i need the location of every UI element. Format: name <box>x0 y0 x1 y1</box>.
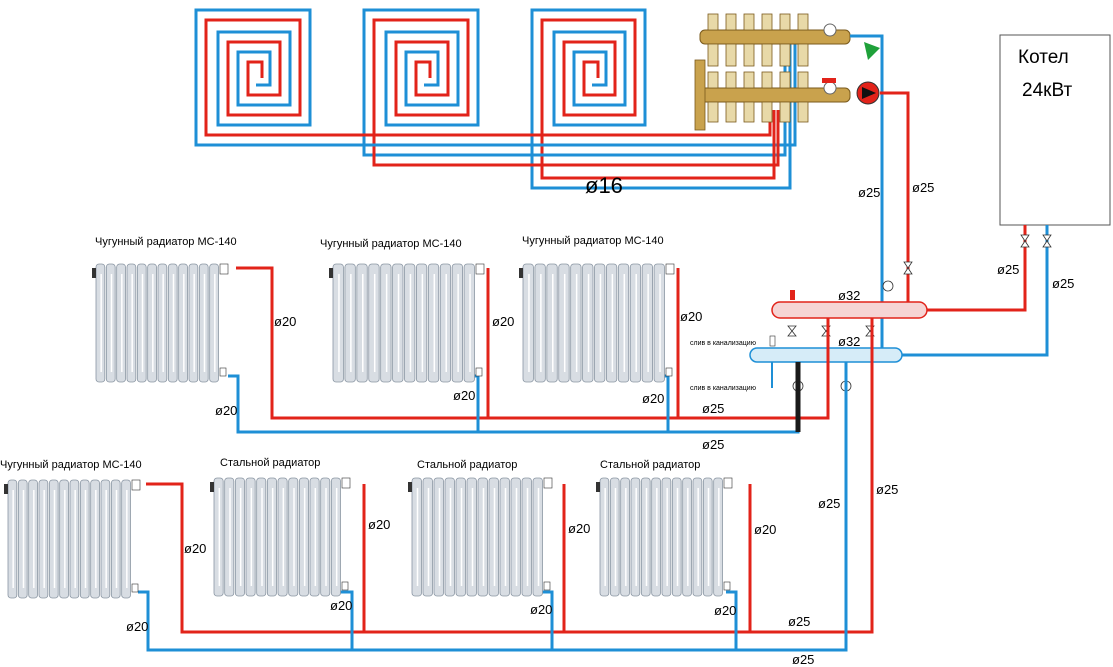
upper-return-main <box>228 362 800 434</box>
riser-supply-label: ø25 <box>876 482 898 497</box>
radiator-upper-1-return-label: ø20 <box>215 403 237 418</box>
radiator-lower-2-supply-label: ø20 <box>368 517 390 532</box>
boiler-label-line1: Котел <box>1018 47 1069 68</box>
manifold-return-label: ø25 <box>858 185 880 200</box>
manifold-supply-pipe <box>880 91 910 306</box>
header-valves <box>787 261 913 392</box>
radiator-lower-4: Стальной радиатор <box>596 459 733 597</box>
floor-pipe-diameter-label: ø16 <box>585 173 623 198</box>
upper-main-return-label: ø25 <box>702 437 724 452</box>
radiator-body <box>408 477 553 597</box>
radiator-title: Чугунный радиатор МС-140 <box>522 235 664 247</box>
radiator-body <box>329 263 485 383</box>
radiator-body <box>519 263 675 383</box>
mixing-valve-icon <box>864 42 880 60</box>
radiator-upper-3: Чугунный радиатор МС-140 <box>519 235 675 383</box>
floor-coil-1 <box>194 8 312 147</box>
radiator-title: Чугунный радиатор МС-140 <box>320 238 462 250</box>
upper-supply-main <box>236 266 830 420</box>
radiator-body <box>92 263 229 383</box>
manifold-supply-label: ø25 <box>912 180 934 195</box>
drain-label-1: слив в канализацию <box>690 340 756 347</box>
supply-header <box>771 301 928 319</box>
boiler-return-pipe <box>900 225 1049 357</box>
radiator-lower-3-supply-label: ø20 <box>568 521 590 536</box>
radiator-lower-4-return-label: ø20 <box>714 603 736 618</box>
radiator-title: Стальной радиатор <box>417 459 517 471</box>
boiler-label-line2: 24кВт <box>1022 80 1072 101</box>
return-header <box>749 347 903 363</box>
riser-return-pipe <box>138 362 848 652</box>
radiator-lower-1-return-label: ø20 <box>126 619 148 634</box>
radiator-upper-3-return-label: ø20 <box>642 391 664 406</box>
upper-main-supply-label: ø25 <box>702 401 724 416</box>
boiler-supply-label: ø25 <box>997 262 1019 277</box>
riser-return-label: ø25 <box>818 496 840 511</box>
radiator-title: Чугунный радиатор МС-140 <box>95 236 237 248</box>
boiler-supply-pipe <box>925 225 1027 312</box>
radiator-body <box>4 479 141 599</box>
radiator-title: Стальной радиатор <box>220 457 320 469</box>
drain-label-2: слив в канализацию <box>690 385 756 392</box>
floor-heating-loops <box>194 8 797 190</box>
radiator-lower-2: Стальной радиатор <box>210 457 351 597</box>
radiator-title: Чугунный радиатор МС-140 <box>0 459 142 471</box>
floor-coil-2 <box>362 8 480 167</box>
radiator-lower-4-supply-label: ø20 <box>754 522 776 537</box>
boiler-return-label: ø25 <box>1052 276 1074 291</box>
radiator-upper-2-supply-label: ø20 <box>492 314 514 329</box>
radiator-title: Стальной радиатор <box>600 459 700 471</box>
radiator-upper-1: Чугунный радиатор МС-140 <box>92 236 237 383</box>
radiator-lower-3-return-label: ø20 <box>530 602 552 617</box>
supply-header-label: ø32 <box>838 288 860 303</box>
radiator-lower-1-supply-label: ø20 <box>184 541 206 556</box>
manifold-return-pipe <box>850 34 884 355</box>
boiler: Котел 24кВт <box>999 34 1111 226</box>
radiator-lower-1: Чугунный радиатор МС-140 <box>0 459 142 599</box>
lower-main-supply-label: ø25 <box>788 614 810 629</box>
boiler-valve-icon <box>1020 234 1052 248</box>
radiator-lower-3: Стальной радиатор <box>408 459 553 597</box>
floor-manifold <box>694 13 880 131</box>
riser-supply-pipe <box>146 318 874 634</box>
radiator-body <box>210 477 351 597</box>
radiator-upper-2: Чугунный радиатор МС-140 <box>320 238 485 383</box>
radiator-body <box>596 477 733 597</box>
radiator-lower-2-return-label: ø20 <box>330 598 352 613</box>
floor-coil-3 <box>530 8 647 190</box>
lower-main-return-label: ø25 <box>792 652 814 667</box>
radiator-upper-3-supply-label: ø20 <box>680 309 702 324</box>
return-header-label: ø32 <box>838 334 860 349</box>
radiator-upper-1-supply-label: ø20 <box>274 314 296 329</box>
radiator-upper-2-return-label: ø20 <box>453 388 475 403</box>
